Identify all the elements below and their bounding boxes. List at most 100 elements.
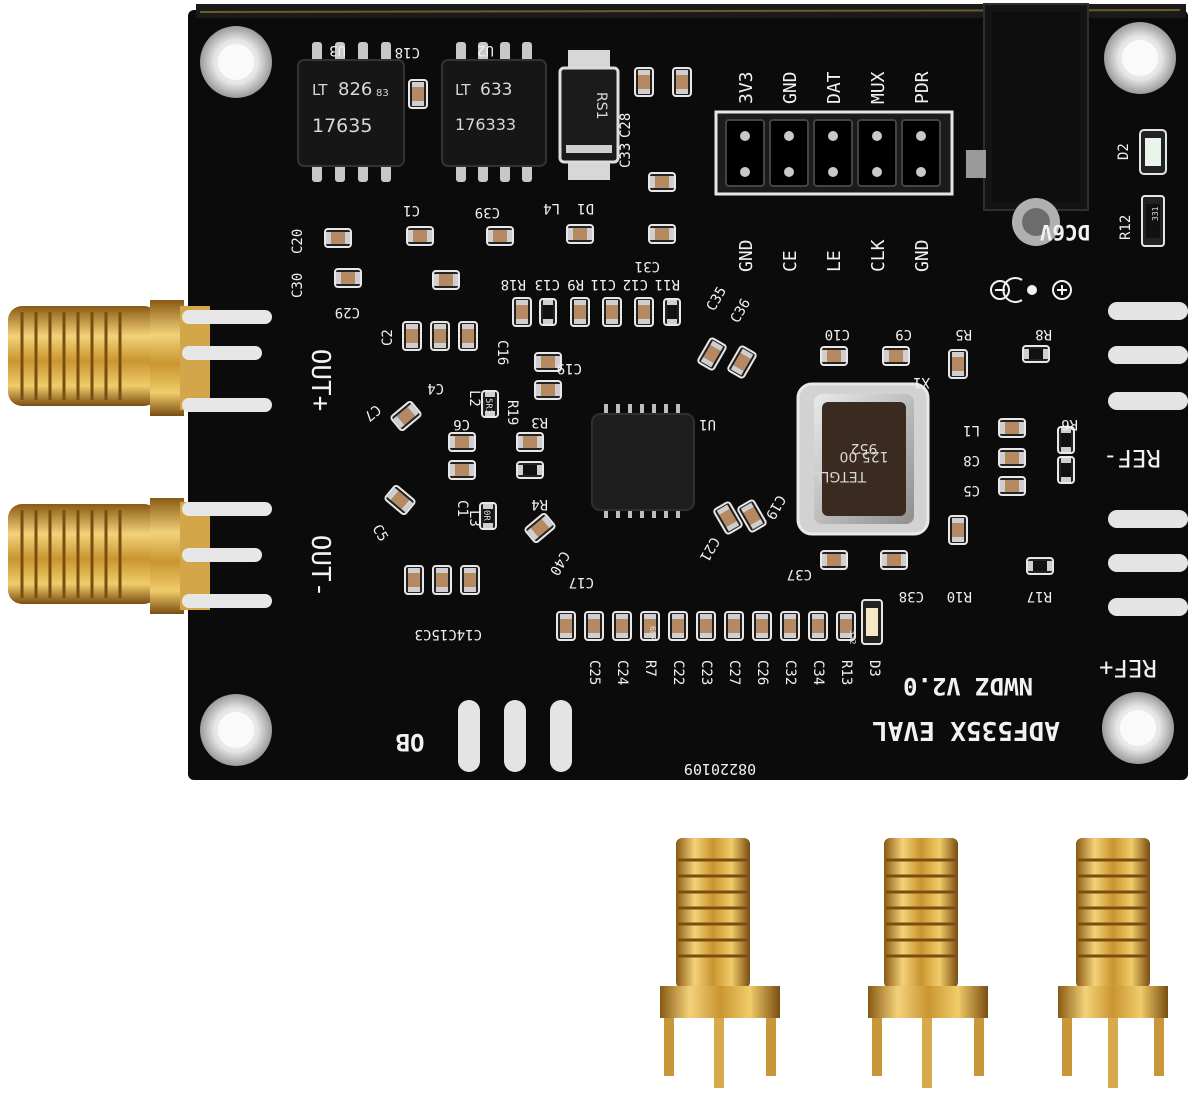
row-label-c26: C26 [754, 660, 770, 685]
crystal-code: 952 [851, 440, 878, 456]
svg-text:LT: LT [455, 81, 471, 99]
diode-mark: RS1 [593, 92, 609, 120]
designator-c9: C9 [895, 326, 912, 342]
designator-r17: R17 [1027, 588, 1052, 604]
u3-mark: 826 [338, 79, 372, 100]
designator-c39: C39 [475, 204, 500, 220]
row-label-c23: C23 [698, 660, 714, 685]
u2-code: 176333 [455, 115, 516, 134]
chip-u3: LT 826 83 17635 [297, 42, 405, 182]
chip-u1 [591, 404, 695, 518]
pin-label-ce: CE [780, 250, 801, 272]
passive-components [383, 297, 1075, 645]
polarity-symbol [990, 277, 1072, 303]
designator-c5-left: C5 [369, 522, 391, 545]
sma-connector-out-plus[interactable] [8, 300, 272, 416]
out-plus-label: OUT+ [305, 349, 335, 412]
pin-label-mux: MUX [868, 71, 889, 104]
row-label-c27: C27 [726, 660, 742, 685]
u1-label: U1 [699, 416, 716, 432]
r12-code: 331 [1151, 206, 1160, 221]
loose-sma-connector-1 [660, 838, 780, 1088]
designator-u3: U3 [329, 42, 346, 58]
loose-sma-connector-2 [868, 838, 988, 1088]
row-label-r7: R7 [642, 660, 658, 677]
designator-c37: C37 [787, 566, 812, 582]
board-title: ADF535X EVAL [872, 715, 1060, 745]
ref-plus-label: REF+ [1099, 654, 1157, 682]
designator-l2: L2 [466, 390, 482, 407]
crystal-freq: 125.00 [840, 448, 889, 464]
designator-r6: R6 [1061, 416, 1078, 432]
designator-c13: C13 [535, 276, 560, 292]
power-label: DC6V [1039, 220, 1090, 244]
designator-c6: C6 [453, 416, 470, 432]
designator-c31: C31 [635, 258, 660, 274]
led-d2 [1139, 129, 1167, 175]
pin-label-dat: DAT [824, 71, 845, 104]
ob-pads[interactable] [458, 700, 572, 772]
designator-c29: C29 [335, 304, 360, 320]
designator-c30: C30 [290, 273, 306, 298]
designator-c19: C19 [557, 360, 582, 376]
designator-r10: R10 [947, 588, 972, 604]
header-top-labels: 3V3 GND DAT MUX PDR [736, 71, 933, 104]
designator-c11: C11 [591, 276, 616, 292]
designator-u2: U2 [477, 42, 494, 58]
r-left-code: 0R [481, 510, 491, 521]
resistor-r12 [1141, 195, 1165, 247]
designator-c2: C2 [380, 329, 396, 346]
pin-label-gnd-top: GND [780, 71, 801, 104]
designator-r19: R19 [504, 400, 520, 425]
designator-c17: C17 [569, 574, 594, 590]
row-label-c24: C24 [614, 660, 630, 685]
u3-rev: 83 [376, 88, 389, 99]
r12-label: R12 [1118, 215, 1134, 240]
r7-code: 68R [648, 626, 657, 641]
u2-mark: 633 [480, 80, 512, 100]
u3-code: 17635 [312, 115, 372, 137]
pin-label-gnd-bottom-2: GND [912, 239, 933, 272]
designator-l1: L1 [963, 422, 980, 438]
pin-label-clk: CLK [868, 239, 889, 272]
crystal-brand: TETGLL [814, 468, 868, 484]
sma-connector-out-minus[interactable] [8, 498, 272, 614]
designator-c33: C33 [618, 143, 634, 168]
row-label-c22: C22 [670, 660, 686, 685]
mounting-holes [200, 22, 1176, 766]
ref-pads[interactable] [1108, 302, 1188, 616]
designator-c28: C28 [618, 113, 634, 138]
board-version: NWDZ V2.0 [903, 672, 1033, 700]
designator-r8: R8 [1035, 326, 1052, 342]
r19-code: 5R3 [483, 398, 493, 414]
designator-c1: C1 [403, 202, 420, 218]
date-code: 08220109 [684, 760, 756, 778]
ob-label: OB [396, 728, 425, 756]
d2-label: D2 [1116, 143, 1132, 160]
row-label-c34: C34 [810, 660, 826, 685]
designator-d1: D1 [577, 200, 594, 216]
pin-label-3v3: 3V3 [736, 71, 757, 104]
crystal-x1: TETGLL 125.00 952 [796, 382, 930, 536]
designator-r5: R5 [955, 326, 972, 342]
designator-c18: C18 [395, 44, 420, 60]
row-label-r13: R13 [838, 660, 854, 685]
designator-c4: C4 [427, 380, 444, 396]
designator-c38: C38 [899, 588, 924, 604]
designator-c14-c15-c3: C14C15C3 [415, 626, 482, 642]
r13-code: 332 [848, 630, 857, 645]
designator-c5: C5 [963, 482, 980, 498]
header-bottom-labels: GND CE LE CLK GND [736, 239, 933, 272]
designator-r4: R4 [531, 496, 548, 512]
dc-power-jack[interactable] [966, 3, 1089, 246]
row-label-c32: C32 [782, 660, 798, 685]
designator-x1: X1 [913, 374, 930, 390]
chip-u2: LT 633 176333 [441, 42, 547, 182]
designator-c12: C12 [623, 276, 648, 292]
diode-d1: RS1 [558, 50, 620, 180]
designator-r11: R11 [655, 276, 680, 292]
pin-header[interactable] [714, 110, 954, 196]
ref-minus-label: REF- [1103, 444, 1161, 472]
silkscreen-designators: U3 C18 U2 C28 C33 C1 C39 L4 D1 C31 C20 C… [290, 42, 1078, 642]
loose-sma-connector-3 [1058, 838, 1168, 1088]
